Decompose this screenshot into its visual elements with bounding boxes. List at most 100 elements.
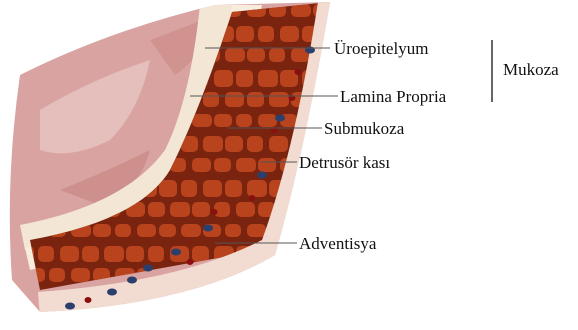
muscle-bundle: [148, 246, 164, 262]
muscle-bundle: [82, 26, 99, 42]
muscle-bundle: [269, 92, 289, 107]
muscle-bundle: [192, 290, 208, 307]
muscle-bundle: [335, 180, 352, 197]
vein: [107, 289, 117, 296]
muscle-bundle: [280, 246, 299, 262]
muscle-bundle: [236, 158, 256, 172]
artery: [295, 69, 302, 75]
muscle-bundle: [313, 92, 329, 107]
label-adventisya: Adventisya: [299, 234, 377, 253]
muscle-bundle: [258, 158, 276, 172]
muscle-bundle: [247, 180, 267, 197]
muscle-bundle: [159, 224, 176, 237]
muscle-bundle: [214, 202, 230, 217]
muscle-bundle: [324, 202, 340, 217]
muscle-bundle: [27, 4, 46, 17]
muscle-bundle: [247, 48, 265, 62]
muscle-bundle: [126, 246, 144, 262]
muscle-bundle: [258, 290, 278, 307]
muscle-bundle: [104, 246, 124, 262]
muscle-bundle: [27, 48, 45, 62]
muscle-bundle: [192, 114, 212, 127]
muscle-bundle: [137, 224, 156, 237]
muscle-bundle: [115, 4, 131, 17]
muscle-bundle: [258, 114, 277, 127]
muscle-bundle: [225, 180, 242, 197]
muscle-bundle: [258, 26, 274, 42]
label-mukoza: Mukoza: [503, 60, 559, 79]
muscle-bundle: [5, 4, 21, 17]
muscle-bundle: [93, 4, 111, 17]
muscle-bundle: [236, 290, 253, 307]
muscle-bundle: [82, 246, 99, 262]
vein: [65, 303, 75, 310]
muscle-bundle: [137, 4, 156, 17]
muscle-bundle: [346, 290, 363, 307]
muscle-bundle: [5, 48, 25, 62]
muscle-bundle: [280, 26, 299, 42]
artery: [211, 209, 218, 215]
muscle-bundle: [214, 290, 233, 307]
muscle-bundle: [192, 158, 211, 172]
muscle-bundle: [313, 136, 333, 152]
vein: [275, 115, 285, 122]
muscle-bundle: [247, 136, 263, 152]
vein: [143, 265, 153, 272]
muscle-bundle: [115, 224, 131, 237]
muscle-bundle: [148, 202, 165, 217]
muscle-bundle: [302, 290, 318, 307]
vein: [171, 249, 181, 256]
muscle-bundle: [280, 290, 298, 307]
muscle-bundle: [225, 136, 243, 152]
muscle-bundle: [203, 180, 222, 197]
muscle-bundle: [214, 158, 231, 172]
muscle-bundle: [214, 70, 233, 87]
muscle-bundle: [335, 136, 353, 152]
artery: [187, 259, 194, 265]
muscle-bundle: [60, 26, 79, 42]
muscle-bundle: [38, 26, 54, 42]
muscle-bundle: [247, 92, 264, 107]
muscle-bundle: [159, 180, 177, 197]
muscle-bundle: [203, 136, 223, 152]
muscle-bundle: [313, 268, 330, 282]
muscle-bundle: [236, 70, 253, 87]
label-uroepitelyum: Üroepitelyum: [334, 39, 428, 58]
muscle-bundle: [170, 202, 190, 217]
muscle-bundle: [269, 136, 288, 152]
muscle-bundle: [291, 268, 310, 282]
muscle-bundle: [247, 268, 265, 282]
muscle-bundle: [38, 246, 54, 262]
muscle-bundle: [324, 70, 343, 87]
label-detrusor: Detrusör kası: [299, 153, 390, 172]
muscle-bundle: [236, 114, 252, 127]
muscle-bundle: [335, 268, 355, 282]
muscle-bundle: [181, 180, 197, 197]
muscle-bundle: [71, 268, 90, 282]
label-submukoza: Submukoza: [324, 119, 405, 138]
muscle-bundle: [225, 224, 241, 237]
muscle-bundle: [60, 246, 79, 262]
muscle-bundle: [236, 202, 255, 217]
muscle-bundle: [247, 224, 266, 237]
muscle-bundle: [346, 70, 363, 87]
muscle-bundle: [192, 202, 210, 217]
muscle-bundle: [291, 4, 311, 17]
muscle-bundle: [269, 268, 285, 282]
muscle-bundle: [302, 202, 320, 217]
muscle-bundle: [346, 202, 365, 217]
muscle-bundle: [313, 180, 332, 197]
muscle-bundle: [236, 26, 254, 42]
muscle-bundle: [335, 4, 351, 17]
vein: [257, 172, 267, 179]
muscle-bundle: [203, 92, 219, 107]
muscle-bundle: [49, 268, 65, 282]
muscle-bundle: [324, 290, 343, 307]
muscle-bundle: [214, 114, 232, 127]
muscle-bundle: [159, 4, 176, 17]
artery: [85, 297, 92, 303]
muscle-bundle: [93, 224, 111, 237]
artery: [249, 195, 256, 201]
